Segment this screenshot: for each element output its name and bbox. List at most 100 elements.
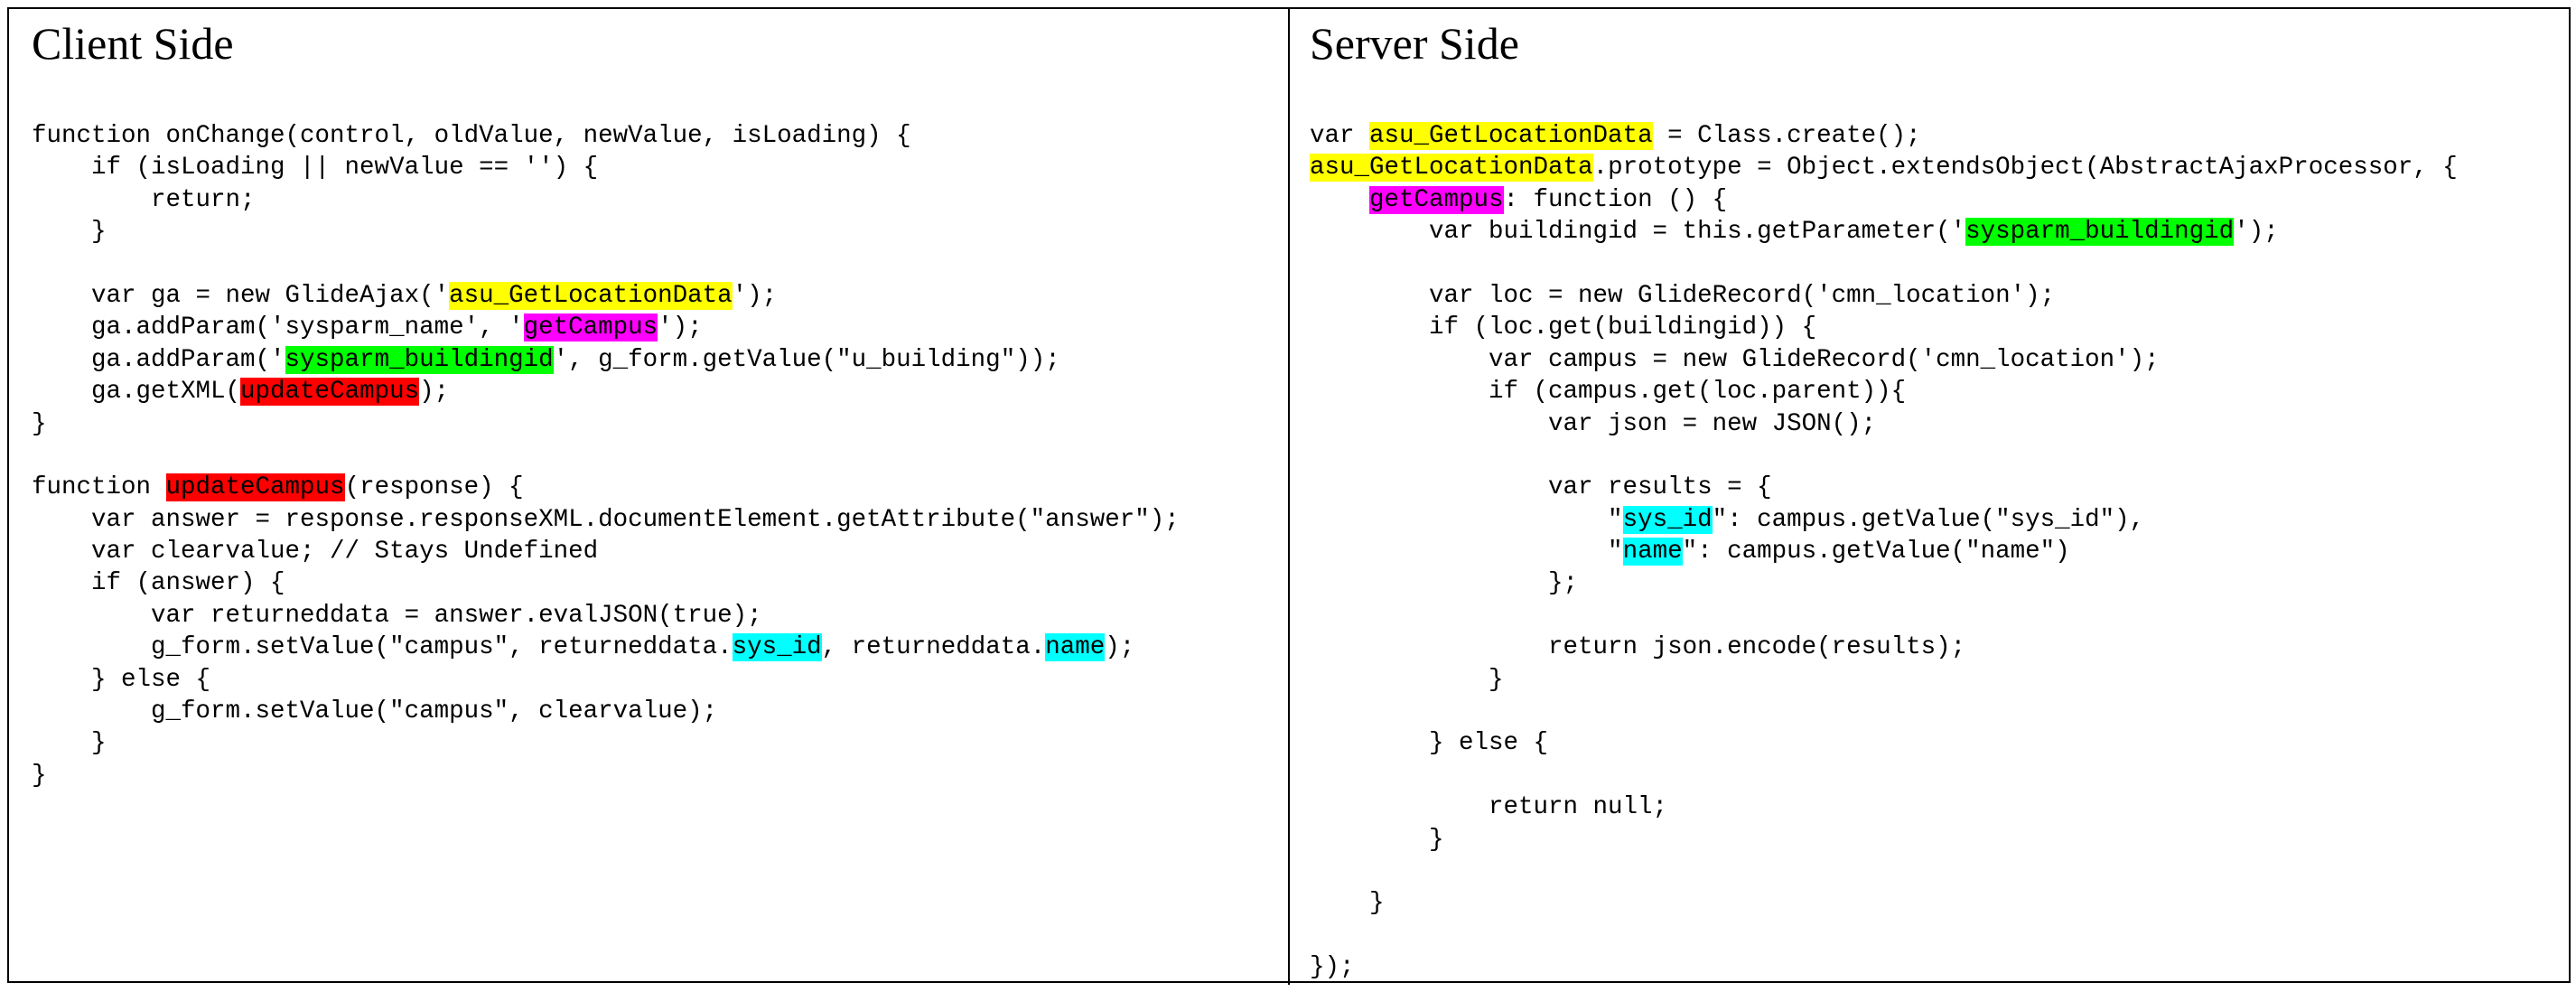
code-text: } <box>32 218 107 247</box>
code-text: .prototype = Object.extendsObject(Abstra… <box>1592 154 2458 182</box>
code-text: " <box>1310 538 1623 566</box>
code-text: ": campus.getValue("name") <box>1682 538 2070 566</box>
code-text: function <box>32 473 166 502</box>
code-line <box>1310 760 2458 791</box>
code-line <box>1310 440 2458 472</box>
code-line: } else { <box>32 664 1180 696</box>
code-text: }); <box>1310 953 1355 982</box>
code-text: if (campus.get(loc.parent)){ <box>1310 378 1907 407</box>
code-text: var buildingid = this.getParameter(' <box>1310 218 1966 247</box>
code-text: } <box>32 729 107 758</box>
code-line: if (campus.get(loc.parent)){ <box>1310 376 2458 407</box>
code-text: '); <box>658 314 703 342</box>
client-code-block: function onChange(control, oldValue, new… <box>32 120 1180 791</box>
code-text: var answer = response.responseXML.docume… <box>32 505 1180 534</box>
code-line: var json = new JSON(); <box>1310 408 2458 440</box>
code-text: return; <box>32 185 256 214</box>
code-text: , returneddata. <box>821 633 1046 662</box>
code-line <box>32 440 1180 472</box>
code-text: if (loc.get(buildingid)) { <box>1310 314 1817 342</box>
code-line: } else { <box>1310 727 2458 759</box>
code-line: } <box>32 216 1180 248</box>
code-text: } <box>32 761 47 790</box>
code-line: }); <box>1310 951 2458 983</box>
code-text: (response) { <box>344 473 524 502</box>
code-text: } <box>1310 665 1504 694</box>
code-text: return json.encode(results); <box>1310 633 1966 662</box>
code-text: if (answer) { <box>32 569 285 598</box>
code-text: g_form.setValue("campus", returneddata. <box>32 633 733 662</box>
code-line: function onChange(control, oldValue, new… <box>32 120 1180 152</box>
code-line: "sys_id": campus.getValue("sys_id"), <box>1310 504 2458 536</box>
code-text: '); <box>2234 218 2279 247</box>
code-text: var campus = new GlideRecord('cmn_locati… <box>1310 345 2160 374</box>
highlighted-token: sys_id <box>1622 505 1713 534</box>
highlighted-token: name <box>1622 538 1683 566</box>
code-line: ga.addParam('sysparm_buildingid', g_form… <box>32 344 1180 376</box>
server-side-heading: Server Side <box>1310 18 1519 69</box>
client-side-heading: Client Side <box>32 18 234 69</box>
code-line: ga.getXML(updateCampus); <box>32 376 1180 407</box>
code-text: }; <box>1310 569 1579 598</box>
code-text: = Class.create(); <box>1652 122 1921 150</box>
code-text: " <box>1310 505 1623 534</box>
code-line: } <box>1310 887 2458 919</box>
highlighted-token: sysparm_buildingid <box>285 345 554 374</box>
code-text: var json = new JSON(); <box>1310 409 1877 438</box>
code-text: var ga = new GlideAjax(' <box>32 281 450 310</box>
code-line: ga.addParam('sysparm_name', 'getCampus')… <box>32 312 1180 343</box>
code-text: g_form.setValue("campus", clearvalue); <box>32 697 718 726</box>
code-line: asu_GetLocationData.prototype = Object.e… <box>1310 152 2458 183</box>
highlighted-token: getCampus <box>523 314 658 342</box>
code-line: var results = { <box>1310 472 2458 503</box>
code-line: var answer = response.responseXML.docume… <box>32 504 1180 536</box>
code-line: if (isLoading || newValue == '') { <box>32 152 1180 183</box>
code-text: } <box>1310 889 1385 918</box>
code-text: } <box>1310 825 1444 854</box>
code-text: } else { <box>32 665 211 694</box>
code-text: ); <box>1105 633 1135 662</box>
code-text: return null; <box>1310 793 1668 822</box>
code-line <box>1310 248 2458 280</box>
code-text: var results = { <box>1310 473 1772 502</box>
code-text: ); <box>419 378 450 407</box>
code-line: getCampus: function () { <box>1310 184 2458 216</box>
code-text: var <box>1310 122 1370 150</box>
highlighted-token: asu_GetLocationData <box>1369 122 1653 150</box>
code-line: } <box>1310 824 2458 856</box>
highlighted-token: updateCampus <box>240 378 420 407</box>
highlighted-token: getCampus <box>1369 185 1504 214</box>
code-text: var clearvalue; // Stays Undefined <box>32 538 599 566</box>
code-text: if (isLoading || newValue == '') { <box>32 154 599 182</box>
highlighted-token: sys_id <box>732 633 822 662</box>
server-code-block: var asu_GetLocationData = Class.create()… <box>1310 120 2458 984</box>
code-text: } <box>32 409 47 438</box>
highlighted-token: updateCampus <box>165 473 345 502</box>
code-line: } <box>32 727 1180 759</box>
code-line: } <box>32 760 1180 791</box>
code-line: var asu_GetLocationData = Class.create()… <box>1310 120 2458 152</box>
code-line: var loc = new GlideRecord('cmn_location'… <box>1310 280 2458 312</box>
code-line: if (loc.get(buildingid)) { <box>1310 312 2458 343</box>
code-line: g_form.setValue("campus", returneddata.s… <box>32 632 1180 663</box>
highlighted-token: asu_GetLocationData <box>449 281 733 310</box>
code-text: '); <box>732 281 778 310</box>
code-text: ga.addParam(' <box>32 345 285 374</box>
code-line: return; <box>32 184 1180 216</box>
code-text: ', g_form.getValue("u_building")); <box>553 345 1060 374</box>
column-divider <box>1288 7 1290 985</box>
highlighted-token: sysparm_buildingid <box>1965 218 2235 247</box>
code-text: ga.getXML( <box>32 378 241 407</box>
code-line: function updateCampus(response) { <box>32 472 1180 503</box>
code-line: return json.encode(results); <box>1310 632 2458 663</box>
code-line: var returneddata = answer.evalJSON(true)… <box>32 600 1180 632</box>
code-line: } <box>1310 664 2458 696</box>
code-text: } else { <box>1310 729 1549 758</box>
highlighted-token: asu_GetLocationData <box>1310 154 1593 182</box>
code-line <box>1310 696 2458 727</box>
code-line: } <box>32 408 1180 440</box>
code-text: ga.addParam('sysparm_name', ' <box>32 314 524 342</box>
code-line <box>1310 856 2458 887</box>
code-text: : function () { <box>1503 185 1728 214</box>
code-line <box>1310 600 2458 632</box>
